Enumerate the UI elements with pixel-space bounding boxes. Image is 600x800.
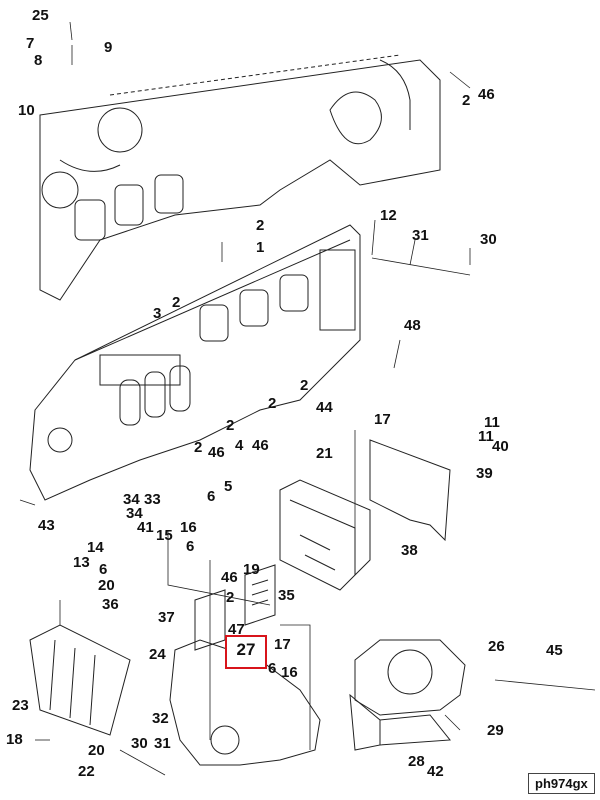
leader-lines — [19, 21, 596, 776]
callout-46: 46 — [208, 444, 225, 461]
callout-15: 15 — [156, 527, 173, 544]
callout-1: 1 — [256, 239, 265, 256]
lower-block — [29, 224, 361, 501]
callout-18: 18 — [6, 731, 23, 748]
callout-8: 8 — [34, 52, 43, 69]
bell-housing — [349, 639, 466, 751]
callout-22: 22 — [78, 763, 95, 780]
callout-6: 6 — [207, 488, 216, 505]
bracket-assembly — [279, 479, 371, 591]
callout-24: 24 — [149, 646, 166, 663]
callout-46: 46 — [478, 86, 495, 103]
callout-36: 36 — [102, 596, 119, 613]
callout-6: 6 — [186, 538, 195, 555]
callout-7: 7 — [26, 35, 35, 52]
callout-31: 31 — [412, 227, 429, 244]
callout-6: 6 — [268, 660, 277, 677]
callout-30: 30 — [131, 735, 148, 752]
callout-45: 45 — [546, 642, 563, 659]
callout-42: 42 — [427, 763, 444, 780]
callout-2: 2 — [462, 92, 471, 109]
callout-41: 41 — [137, 519, 154, 536]
upper-block — [39, 54, 441, 301]
callout-2: 2 — [172, 294, 181, 311]
side-panel — [369, 439, 451, 542]
callout-34: 34 — [123, 491, 140, 508]
callout-35: 35 — [278, 587, 295, 604]
callout-37: 37 — [158, 609, 175, 626]
callout-28: 28 — [408, 753, 425, 770]
heat-shield — [29, 624, 131, 736]
callout-46: 46 — [221, 569, 238, 586]
callout-2: 2 — [226, 417, 235, 434]
callout-25: 25 — [32, 7, 49, 24]
callout-16: 16 — [281, 664, 298, 681]
callout-2: 2 — [256, 217, 265, 234]
callout-47: 47 — [228, 621, 245, 638]
callout-17: 17 — [274, 636, 291, 653]
callout-14: 14 — [87, 539, 104, 556]
callout-2: 2 — [268, 395, 277, 412]
callout-6: 6 — [99, 561, 108, 578]
callout-43: 43 — [38, 517, 55, 534]
callout-17: 17 — [374, 411, 391, 428]
callout-11: 11 — [478, 428, 494, 445]
callout-4: 4 — [235, 437, 244, 454]
callout-13: 13 — [73, 554, 90, 571]
callout-44: 44 — [316, 399, 333, 416]
callout-2: 2 — [194, 439, 203, 456]
callout-21: 21 — [316, 445, 333, 462]
callout-16: 16 — [180, 519, 197, 536]
callout-2: 2 — [226, 589, 235, 606]
callout-9: 9 — [104, 39, 113, 56]
callout-23: 23 — [12, 697, 29, 714]
callout-46: 46 — [252, 437, 269, 454]
callout-20: 20 — [88, 742, 105, 759]
highlighted-callout-box: 27 — [225, 635, 267, 669]
callout-29: 29 — [487, 722, 504, 739]
callout-33: 33 — [144, 491, 161, 508]
callout-34: 34 — [126, 505, 143, 522]
callout-19: 19 — [243, 561, 260, 578]
control-module — [244, 564, 276, 626]
callout-10: 10 — [18, 102, 35, 119]
callout-26: 26 — [488, 638, 505, 655]
callout-38: 38 — [401, 542, 418, 559]
callout-48: 48 — [404, 317, 421, 334]
callout-12: 12 — [380, 207, 397, 224]
callout-5: 5 — [224, 478, 233, 495]
reference-code-box: ph974gx — [528, 773, 595, 794]
callout-2: 2 — [300, 377, 309, 394]
callout-40: 40 — [492, 438, 509, 455]
callout-32: 32 — [152, 710, 169, 727]
callout-11: 11 — [484, 414, 500, 431]
callout-3: 3 — [153, 305, 162, 322]
callout-30: 30 — [480, 231, 497, 248]
callout-39: 39 — [476, 465, 493, 482]
callout-27: 27 — [236, 640, 256, 659]
reference-code: ph974gx — [535, 776, 588, 791]
callout-31: 31 — [154, 735, 171, 752]
callout-20: 20 — [98, 577, 115, 594]
